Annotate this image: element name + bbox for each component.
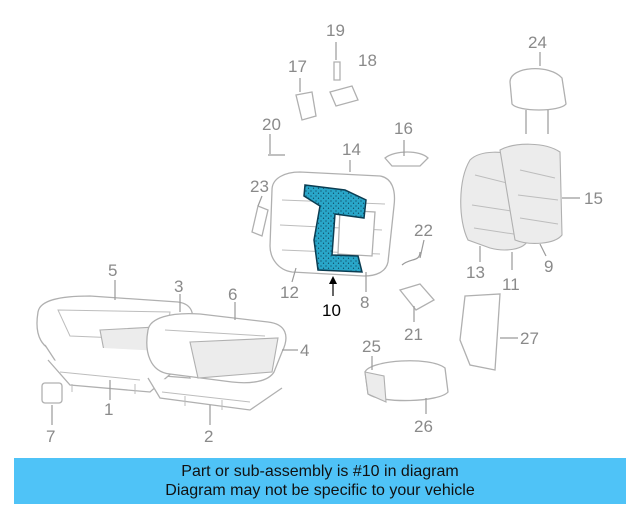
banner-line-1: Part or sub-assembly is #10 in diagram [181, 463, 459, 480]
clip-part-7 [41, 382, 63, 404]
callout-9: 9 [544, 257, 553, 276]
bezel-part-18 [329, 85, 359, 107]
callout-8: 8 [360, 293, 369, 312]
callout-6: 6 [228, 285, 237, 304]
callout-16: 16 [394, 119, 413, 138]
callout-25: 25 [362, 337, 381, 356]
leader-lines [51, 42, 580, 425]
callout-22: 22 [414, 221, 433, 240]
highlighted-part-10 [303, 184, 367, 273]
callout-12: 12 [280, 283, 299, 302]
callout-3: 3 [174, 277, 183, 296]
panel-part-27 [459, 293, 501, 371]
callout-15: 15 [584, 189, 603, 208]
info-banner: Part or sub-assembly is #10 in diagram D… [14, 458, 626, 504]
callout-24: 24 [528, 33, 547, 52]
bracket-part-17 [295, 91, 317, 121]
callout-13: 13 [466, 263, 485, 282]
callout-7: 7 [46, 427, 55, 446]
callout-11: 11 [502, 275, 520, 294]
headrest-part-24 [509, 67, 567, 134]
callout-21: 21 [404, 325, 423, 344]
callout-19: 19 [326, 21, 345, 40]
callout-14: 14 [342, 140, 361, 159]
callout-10: 10 [322, 301, 341, 320]
parts-diagram: 1 2 3 4 5 6 7 8 9 10 11 12 13 14 15 16 1… [36, 21, 603, 446]
callout-1: 1 [104, 400, 113, 419]
clip-part-19 [333, 61, 341, 81]
callout-numbers: 1 2 3 4 5 6 7 8 9 10 11 12 13 14 15 16 1… [46, 21, 603, 446]
trim-part-23 [251, 205, 269, 237]
bracket-part-21 [398, 283, 436, 311]
callout-18: 18 [358, 51, 377, 70]
callout-20: 20 [262, 115, 281, 134]
seat-back-frame-part-11 [499, 143, 563, 244]
seat-cushion-part-6 [146, 312, 287, 384]
cover-part-16 [384, 151, 429, 167]
callout-27: 27 [520, 329, 539, 348]
callout-2: 2 [204, 427, 213, 446]
callout-23: 23 [250, 177, 269, 196]
callout-4: 4 [300, 341, 309, 360]
callout-26: 26 [414, 417, 433, 436]
callout-17: 17 [288, 57, 307, 76]
banner-line-2: Diagram may not be specific to your vehi… [165, 482, 475, 499]
cushion-frame-part-2 [147, 377, 283, 411]
callout-5: 5 [108, 261, 117, 280]
hook-part-22 [401, 251, 421, 266]
armrest-part-26 [364, 360, 449, 403]
